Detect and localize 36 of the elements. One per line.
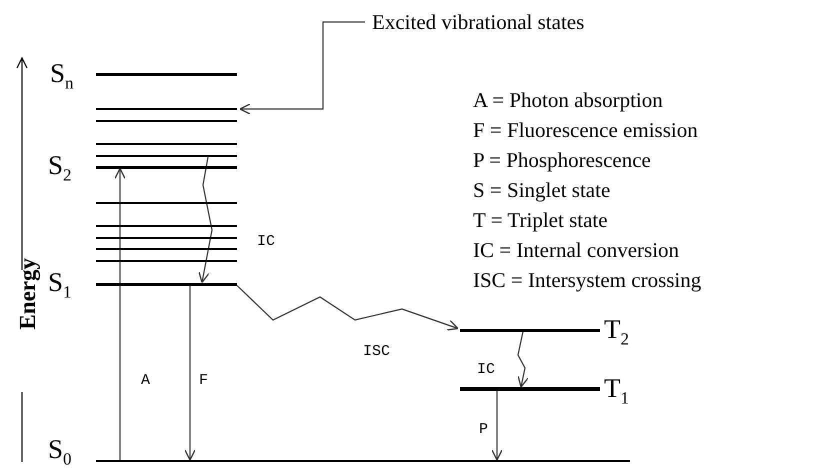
axis-label: Energy [15,258,41,330]
key-text: A = Photon absorption [473,88,663,112]
energy-level-line [96,225,237,227]
energy-level-line [96,282,237,286]
energy-level-line [96,108,237,110]
wavy-arrow [517,331,529,388]
level-label: S$_{1}$ [48,267,72,304]
wavy-arrow [236,285,459,331]
energy-level-line [96,143,237,145]
energy-level-line [96,248,237,250]
key-text: IC = Internal conversion [473,238,680,262]
level-label: T$_{1}$ [604,373,629,410]
energy-level-line [96,72,237,76]
leader-line [239,21,365,115]
energy-level-line [96,202,237,204]
key-text: F = Fluorescence emission [473,118,698,142]
level-label: S$_{0}$ [48,434,72,469]
energy-level-line [96,460,630,462]
level-label: S$_{2}$ [48,150,72,186]
energy-level-line [460,328,600,332]
arrow [184,286,196,461]
key-text: ISC = Intersystem crossing [473,268,702,292]
wavy-arrow [198,156,213,284]
energy-level-line [96,155,237,157]
arrow [491,391,503,461]
level-label: S$_{n}$ [50,58,74,94]
key-text: P = Phosphorescence [473,148,651,172]
key-text: S = Singlet state [473,178,610,202]
level-label: T$_{2}$ [604,314,629,350]
annotation-text: Excited vibrational states [372,10,584,34]
arrow [114,168,126,460]
energy-level-line [96,120,237,122]
energy-level-line [96,166,237,168]
key-text: T = Triplet state [473,208,608,232]
energy-level-line [96,237,237,239]
energy-level-line [96,260,237,262]
